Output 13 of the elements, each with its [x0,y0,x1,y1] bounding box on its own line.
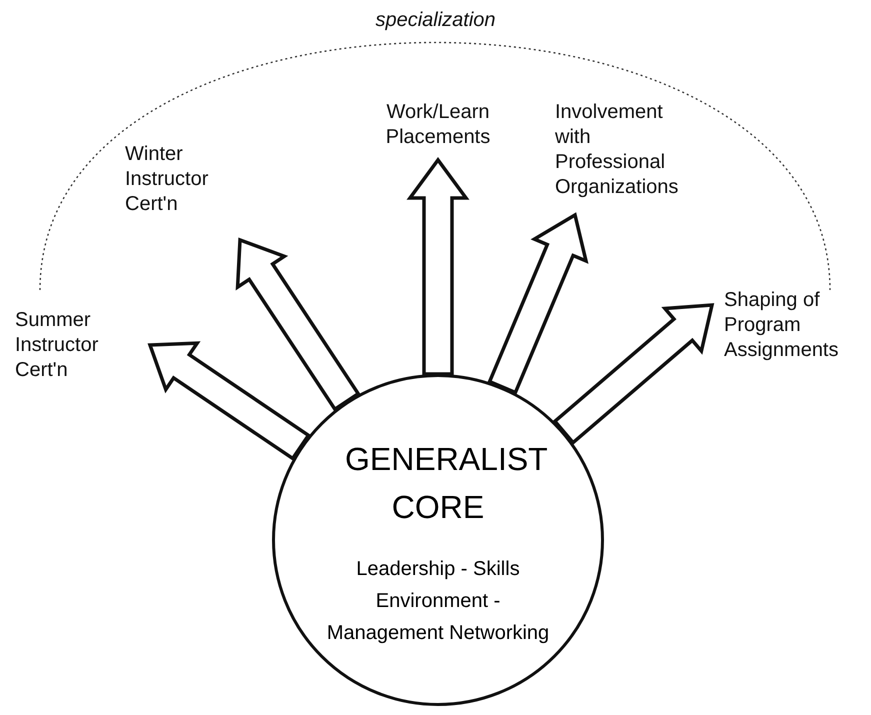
branch-label: Shaping of Program Assignments [724,288,864,363]
branch-label: Winter Instructor Cert'n [125,142,235,217]
branch-label: Work/Learn Placements [365,100,511,150]
block-arrow [148,341,311,461]
block-arrow [236,238,361,412]
core-heading: GENERALIST CORE [344,440,549,527]
branch-label: Summer Instructor Cert'n [15,308,135,383]
block-arrow [406,157,470,376]
block-arrow [552,303,714,446]
block-arrow [487,212,588,395]
arc-label: specialization [374,8,497,33]
core-description: Leadership - Skills Environment - Management Networking [326,557,550,646]
branch-label: Involvement with Professional Organizations [555,100,690,200]
